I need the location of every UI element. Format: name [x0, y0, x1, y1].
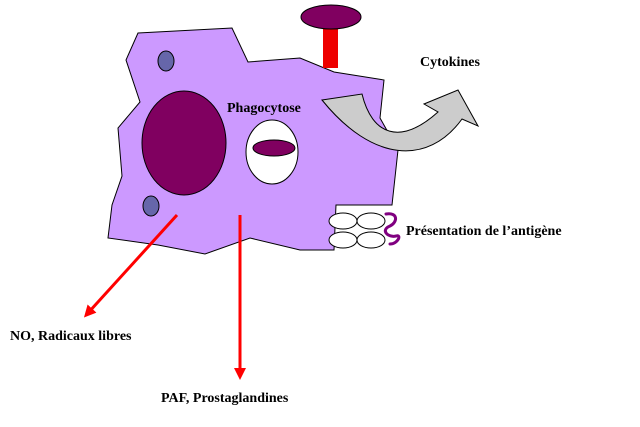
- receptor-stem: [323, 28, 338, 68]
- label-phagocytose: Phagocytose: [227, 101, 301, 116]
- receptor-head: [300, 4, 362, 30]
- granule-bottom: [142, 195, 160, 217]
- antigen-peptide: [383, 212, 401, 246]
- nucleus: [141, 90, 227, 196]
- mhc-molecule-3: [328, 231, 358, 249]
- cytokine-arrow: [321, 89, 480, 152]
- label-presentation-antigene: Présentation de l’antigène: [406, 224, 562, 239]
- mhc-molecule-1: [328, 212, 358, 230]
- no-radicals-arrow: [83, 213, 179, 318]
- granule-top: [157, 50, 175, 72]
- label-paf-prostaglandines: PAF, Prostaglandines: [161, 391, 289, 406]
- label-no-radicaux-libres: NO, Radicaux libres: [10, 329, 132, 344]
- mhc-molecule-2: [356, 212, 386, 230]
- phagocytosed-particle: [252, 139, 296, 157]
- mhc-molecule-4: [356, 231, 386, 249]
- label-cytokines: Cytokines: [420, 55, 480, 70]
